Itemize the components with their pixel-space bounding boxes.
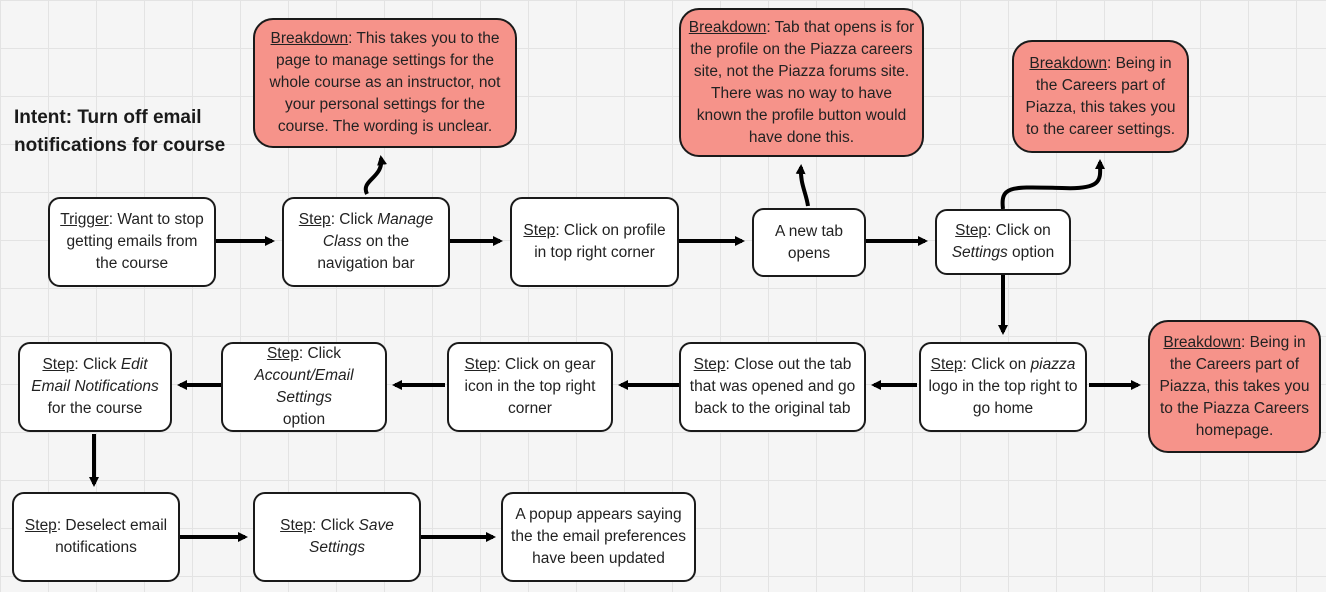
account-email-emphasis: Account/Email Settings <box>254 367 354 406</box>
step-text: logo in the top right to go home <box>928 378 1078 417</box>
event-popup[interactable]: A popup appears saying the the email pre… <box>501 492 696 582</box>
edit-notifications-emphasis: Edit Email Notifications <box>31 356 159 395</box>
step-text: on the navigation bar <box>317 233 415 272</box>
step-profile[interactable]: Step: Click on profile in top right corn… <box>510 197 679 287</box>
step-text: : Click <box>312 517 359 534</box>
step-text: : Deselect email notifications <box>55 517 168 556</box>
settings-emphasis: Settings <box>951 244 1008 261</box>
step-label: Step <box>24 517 57 534</box>
breakdown-label: Breakdown <box>270 30 349 47</box>
trigger-label: Trigger <box>60 211 109 228</box>
step-deselect-notifications[interactable]: Step: Deselect email notifications <box>12 492 180 582</box>
step-piazza-logo[interactable]: Step: Click on piazza logo in the top ri… <box>919 342 1087 432</box>
breakdown-label: Breakdown <box>688 18 767 36</box>
step-label: Step <box>955 222 988 239</box>
step-label: Step <box>298 211 331 228</box>
step-text: : Close out the tab that was opened and … <box>689 356 856 417</box>
step-save-settings[interactable]: Step: Click Save Settings <box>253 492 421 582</box>
intent-title: Intent: Turn off email notifications for… <box>14 107 226 156</box>
event-new-tab[interactable]: A new tab opens <box>752 208 866 277</box>
step-edit-email-notifications[interactable]: Step: Click Edit Email Notifications for… <box>18 342 172 432</box>
trigger-text: : Want to stop getting emails from the c… <box>66 211 204 272</box>
step-text: : Click <box>298 345 342 362</box>
step-text: : Click <box>330 211 378 228</box>
breakdown-note-new-tab[interactable]: Breakdown: Tab that opens is for the pro… <box>679 8 924 157</box>
step-text: : Click on profile in top right corner <box>534 222 666 261</box>
step-text: : Click on <box>962 356 1031 373</box>
step-label: Step <box>266 345 299 362</box>
step-text: option <box>1007 244 1055 261</box>
step-gear-icon[interactable]: Step: Click on gear icon in the top righ… <box>447 342 613 432</box>
breakdown-note-settings[interactable]: Breakdown: Being in the Careers part of … <box>1012 40 1189 153</box>
step-text: for the course <box>47 400 143 417</box>
step-text: : Click <box>74 356 121 373</box>
step-account-email-settings[interactable]: Step: Click Account/Email Settings optio… <box>221 342 387 432</box>
step-manage-class[interactable]: Step: Click Manage Class on the navigati… <box>282 197 450 287</box>
save-settings-emphasis: Save Settings <box>308 517 394 556</box>
breakdown-text: : Being in the Careers part of Piazza, t… <box>1025 54 1176 138</box>
manage-class-emphasis: Manage Class <box>322 211 434 250</box>
arrow-settings-to-note <box>1000 159 1106 210</box>
trigger-box[interactable]: Trigger: Want to stop getting emails fro… <box>48 197 216 287</box>
step-text: : Click on <box>987 222 1051 239</box>
event-text: A new tab opens <box>774 222 844 262</box>
arrow-new-tab-to-note <box>795 164 810 207</box>
step-label: Step <box>280 517 313 534</box>
breakdown-text: : Tab that opens is for the profile on t… <box>690 18 915 146</box>
step-label: Step <box>693 356 726 373</box>
step-label: Step <box>930 356 963 373</box>
step-settings[interactable]: Step: Click on Settings option <box>935 209 1071 275</box>
breakdown-note-manage-class[interactable]: Breakdown: This takes you to the page to… <box>253 18 517 148</box>
step-close-tab[interactable]: Step: Close out the tab that was opened … <box>679 342 866 432</box>
step-text: option <box>282 411 326 428</box>
breakdown-label: Breakdown <box>1029 54 1107 72</box>
piazza-emphasis: piazza <box>1030 356 1076 373</box>
event-text: A popup appears saying the the email pre… <box>511 506 686 567</box>
step-label: Step <box>523 222 556 239</box>
arrow-manage-class-to-note <box>363 155 387 195</box>
breakdown-note-piazza-logo[interactable]: Breakdown: Being in the Careers part of … <box>1148 320 1321 453</box>
breakdown-text: : This takes you to the page to manage s… <box>269 30 501 135</box>
step-label: Step <box>464 356 497 373</box>
breakdown-label: Breakdown <box>1163 333 1241 351</box>
step-text: : Click on gear icon in the top right co… <box>464 356 596 417</box>
step-label: Step <box>42 356 75 373</box>
breakdown-text: : Being in the Careers part of Piazza, t… <box>1159 333 1310 439</box>
